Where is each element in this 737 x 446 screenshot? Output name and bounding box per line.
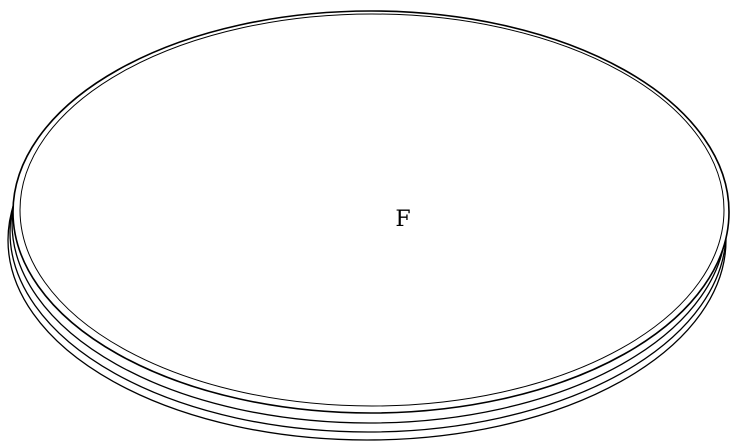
disc-top-face — [12, 10, 730, 414]
disc-label: F — [395, 207, 410, 232]
disc-top-face-bevel — [19, 13, 725, 407]
